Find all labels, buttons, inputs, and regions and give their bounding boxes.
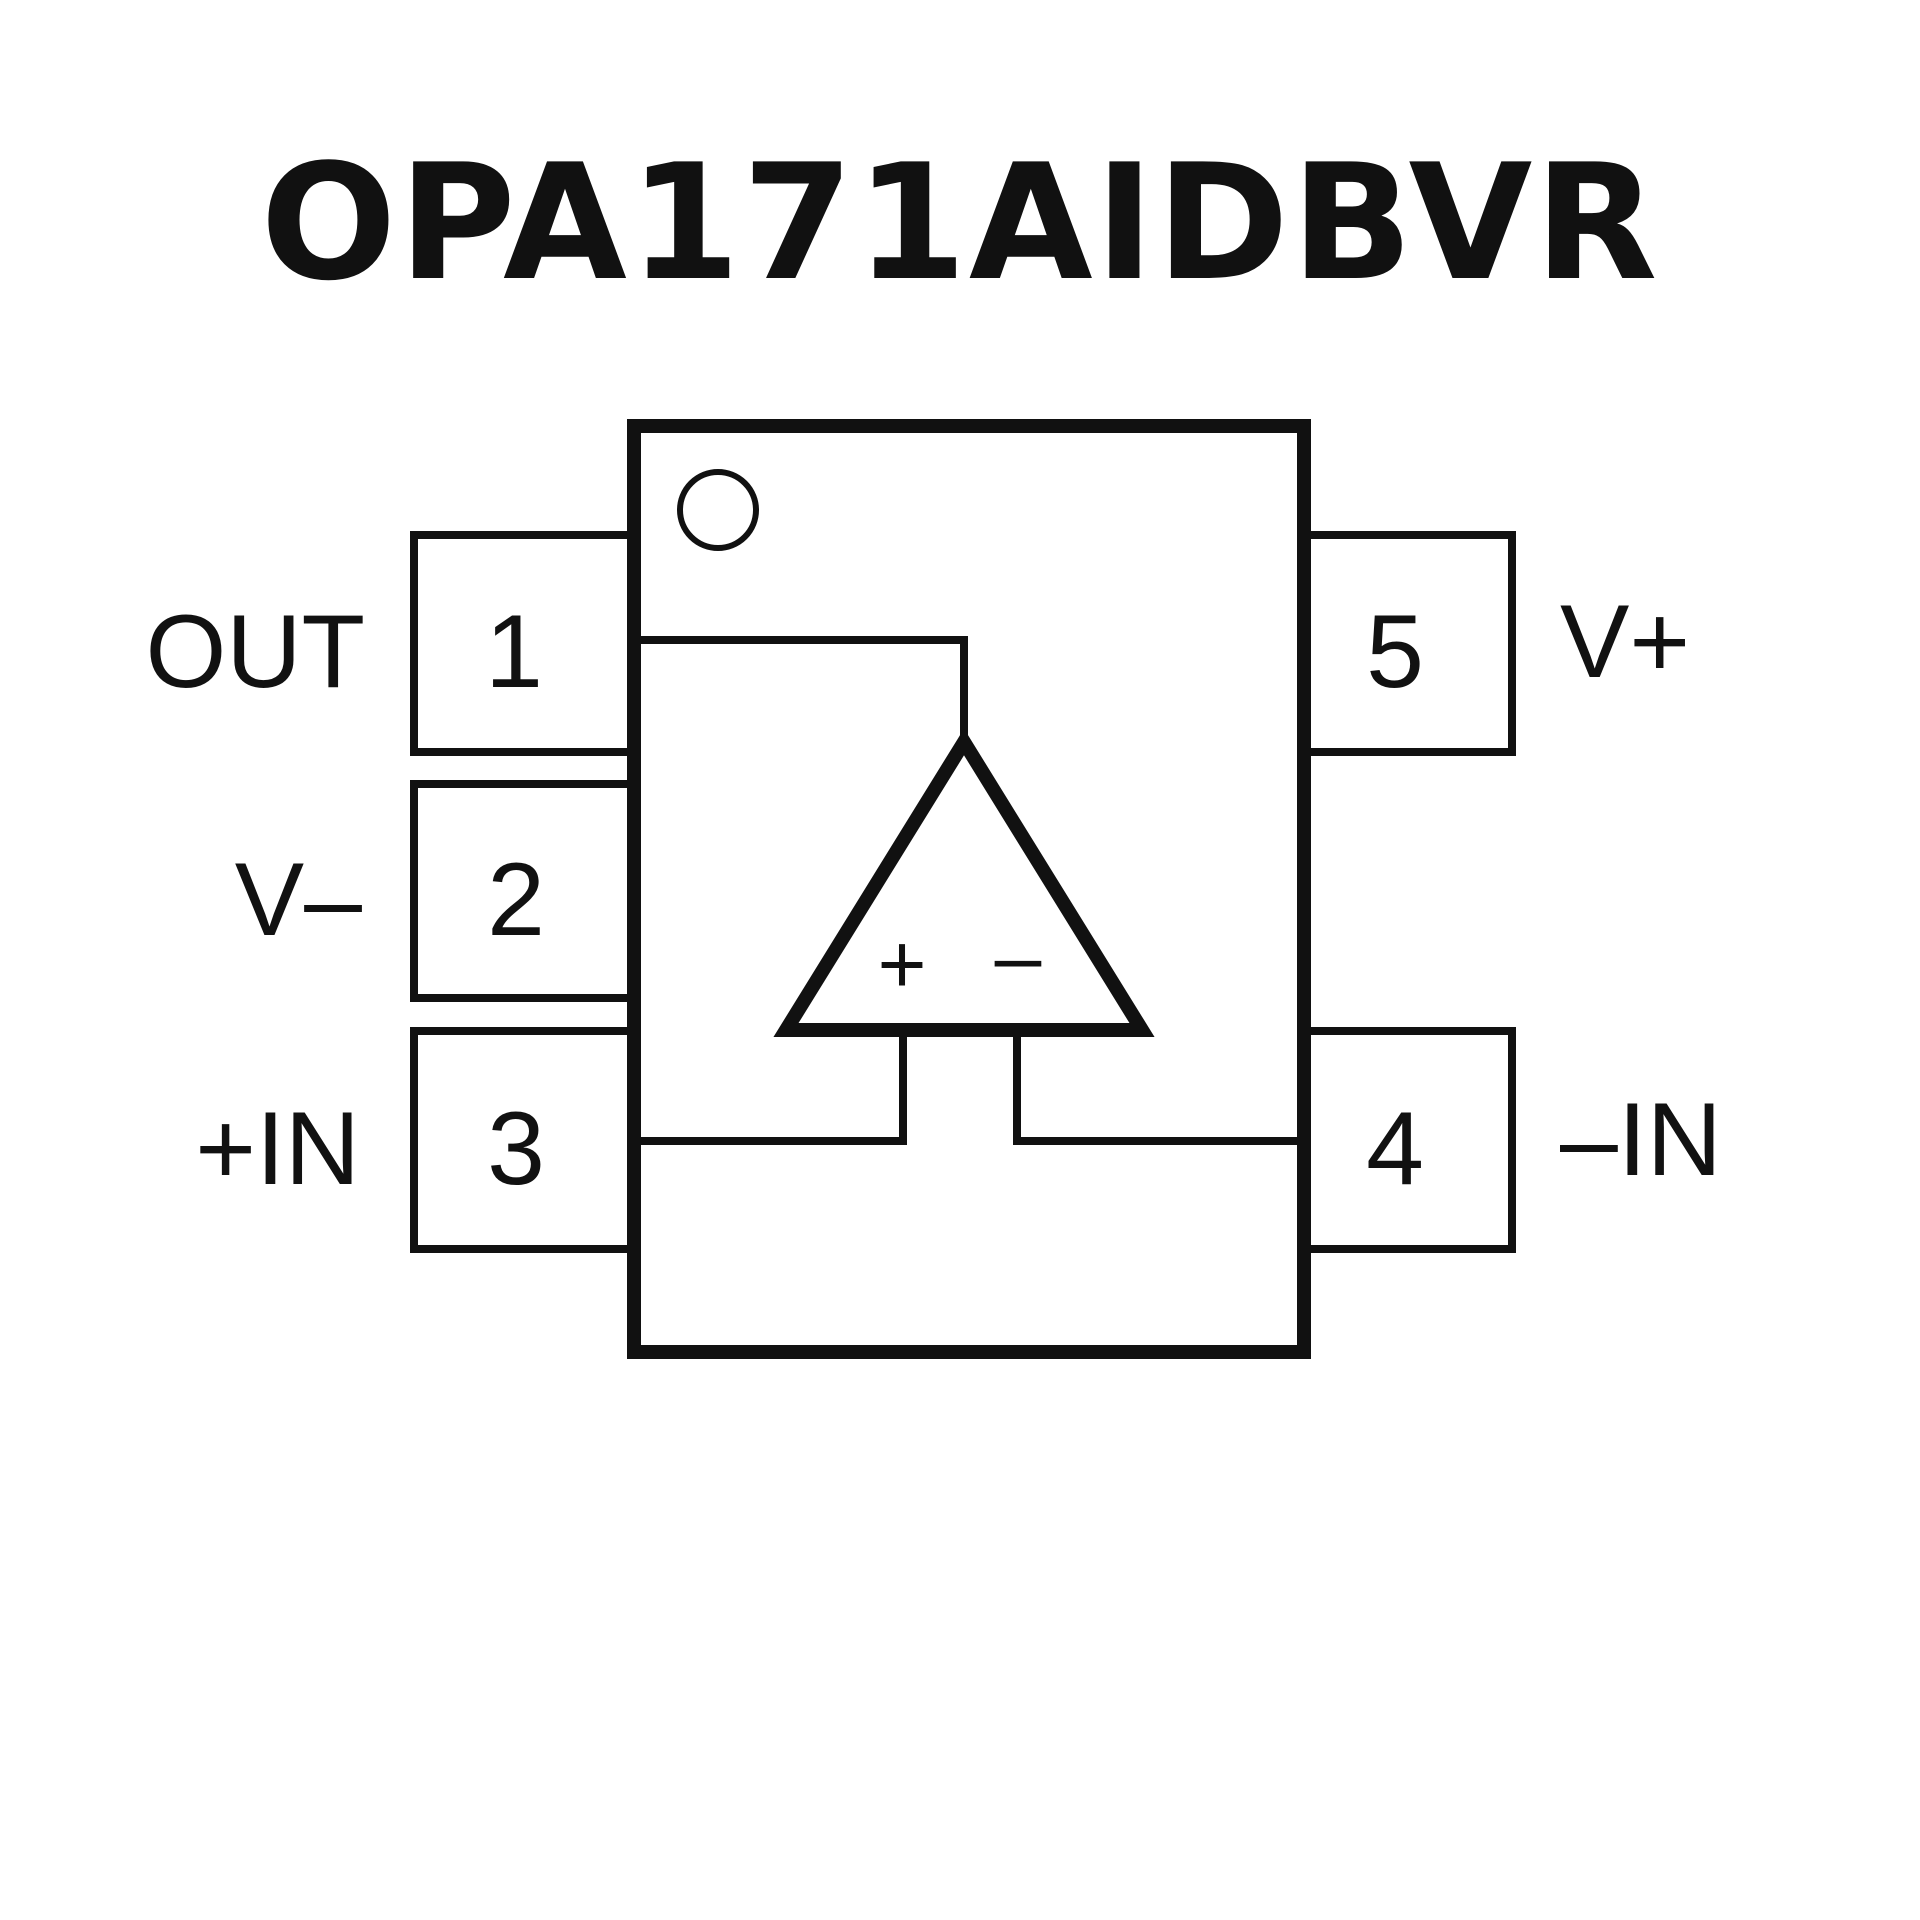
pin-4: 4 –IN xyxy=(1300,1027,1722,1253)
pin-2: 2 V– xyxy=(235,780,638,1002)
pin-1-label: OUT xyxy=(145,594,365,710)
pin-3-label: +IN xyxy=(195,1091,360,1207)
part-number-title: OPA171AIDBVR xyxy=(260,129,1659,316)
pin-4-label: –IN xyxy=(1560,1082,1722,1198)
plus-input-wire xyxy=(641,1030,907,1145)
pin-3: 3 +IN xyxy=(195,1027,638,1253)
pin-2-number: 2 xyxy=(487,842,545,958)
pin-2-label: V– xyxy=(235,842,362,958)
pin-2-box xyxy=(410,780,638,1002)
pin-4-box xyxy=(1300,1027,1516,1253)
pin-4-number: 4 xyxy=(1366,1091,1424,1207)
opamp-plus-sign: + xyxy=(877,917,926,1011)
pin-5-label: V+ xyxy=(1560,584,1690,700)
ic-body xyxy=(627,419,1311,1359)
pin-1-box xyxy=(410,531,638,756)
pin-3-box xyxy=(410,1027,638,1253)
pin-5: 5 V+ xyxy=(1300,531,1690,756)
pin-1: 1 OUT xyxy=(145,531,638,756)
minus-input-wire xyxy=(1013,1030,1297,1145)
opamp-minus-sign: – xyxy=(995,909,1042,1003)
output-wire xyxy=(641,636,968,740)
pin-1-number: 1 xyxy=(485,594,543,710)
pin-5-box xyxy=(1300,531,1516,756)
opamp-triangle-icon xyxy=(773,728,1155,1037)
pin1-indicator-icon xyxy=(677,469,759,551)
pin-5-number: 5 xyxy=(1366,594,1424,710)
pin-3-number: 3 xyxy=(487,1091,545,1207)
